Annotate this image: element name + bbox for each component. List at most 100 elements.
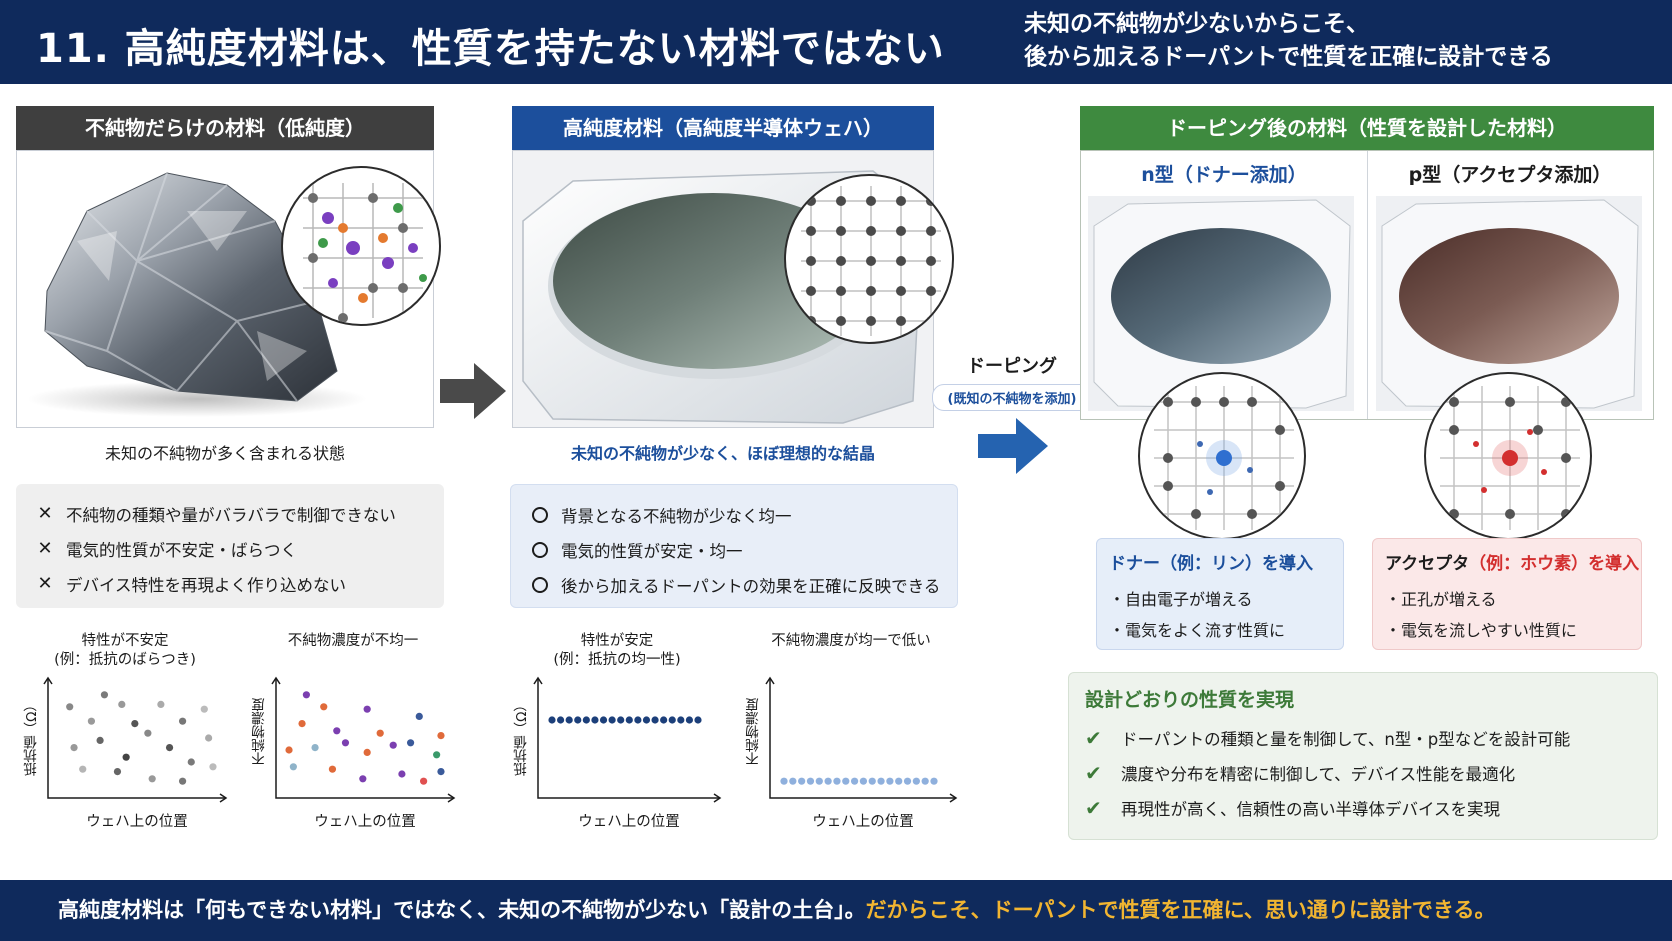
x-axis-label: ウェハ上の位置 [86, 814, 188, 830]
data-point [320, 703, 328, 711]
lattice-atom [836, 286, 846, 296]
lattice-atom [836, 226, 846, 236]
donor-card-title: ドナー（例：リン）を導入 [1109, 549, 1331, 574]
data-point [298, 720, 306, 728]
x-axis-label: ウェハ上の位置 [578, 814, 680, 830]
footer-highlight-text: だからこそ、ドーパントで性質を正確に、思い通りに設計できる。 [865, 898, 1496, 922]
data-point [87, 717, 96, 725]
chart-plot [271, 676, 456, 803]
p-type-title: p型（アクセプタ添加） [1408, 164, 1612, 186]
data-point [328, 765, 337, 773]
circle-icon [532, 541, 548, 558]
data-point [842, 777, 850, 785]
data-point [806, 777, 815, 785]
p-type-lattice-icon [1440, 386, 1580, 530]
disordered-lattice-icon [303, 183, 427, 323]
data-point [565, 716, 573, 724]
header-subtitle-line2: 後から加えるドーパントで性質を正確に設計できる [1024, 44, 1553, 70]
data-point [850, 777, 859, 785]
data-point [798, 777, 806, 785]
ordered-lattice-icon [801, 186, 941, 336]
list-item: 電気的性質が安定・均一 [525, 532, 943, 567]
data-point [376, 729, 384, 737]
data-point [165, 744, 174, 752]
design-summary-box: 設計どおりの性質を実現 ✔ ドーパントの種類と量を制御して、n型・p型などを設計… [1068, 672, 1658, 840]
data-point [433, 751, 441, 759]
data-point [642, 716, 651, 724]
data-point [389, 741, 397, 749]
data-point [859, 777, 868, 785]
chart-plot [765, 676, 958, 803]
cross-icon: ✕ [37, 503, 53, 524]
list-item: ✔ 再現性が高く、信頼性の高い半導体デバイスを実現 [1085, 790, 1641, 825]
lattice-atom [806, 256, 816, 266]
lattice-atom [866, 196, 876, 206]
chart-pure-resistance: 特性が安定 (例：抵抗の均一性)ウェハ上の位置抵抗値（Ω） [510, 632, 724, 832]
lattice-atom [866, 316, 876, 326]
chart-axes [769, 678, 956, 799]
doping-sublabel: (既知の不純物を添加) [932, 384, 1092, 411]
impure-crystal-magnifier [281, 166, 441, 326]
data-point [157, 700, 165, 708]
pure-crystal-magnifier [784, 174, 954, 344]
data-point [359, 775, 367, 783]
n-type-lattice-magnifier [1138, 372, 1306, 540]
list-item: ・自由電子が増える [1109, 590, 1253, 609]
lattice-atom [806, 226, 816, 236]
check-icon: ✔ [1085, 795, 1102, 820]
list-item: ・正孔が増える [1385, 590, 1497, 609]
data-point [617, 716, 625, 724]
data-point [903, 777, 912, 785]
data-point [187, 758, 195, 766]
chart-axes [47, 678, 226, 799]
lattice-atom [896, 196, 906, 206]
lattice-atom [866, 286, 876, 296]
donor-info-card: ドナー（例：リン）を導入 ・自由電子が増える ・電気をよく流す性質に [1096, 538, 1344, 650]
lattice-atom [926, 226, 936, 236]
cross-icon: ✕ [37, 573, 53, 594]
axis-arrowheads [271, 676, 456, 803]
data-point [625, 716, 633, 724]
list-item-text: デバイス特性を再現よく作り込めない [66, 575, 347, 595]
list-item-text: 電気的性質が不安定・ばらつく [66, 540, 297, 560]
data-point [122, 753, 130, 761]
data-point [131, 720, 139, 728]
chart-title: 不純物濃度が不均一 [287, 633, 419, 649]
y-axis-label: 抵抗値（Ω） [514, 698, 530, 776]
list-item: ✔ ドーパントの種類と量を制御して、n型・p型などを設計可能 [1085, 720, 1641, 755]
data-point [70, 744, 78, 752]
axis-arrowheads [533, 676, 722, 803]
data-point [685, 716, 694, 724]
acceptor-action: を導入 [1588, 554, 1640, 574]
lattice-atom [836, 256, 846, 266]
list-item: ✔ 濃度や分布を精密に制御して、デバイス性能を最適化 [1085, 755, 1641, 790]
lattice-atom [866, 226, 876, 236]
data-point [868, 777, 876, 785]
data-point [178, 777, 187, 785]
acceptor-card-title: アクセプタ（例：ホウ素）を導入 [1385, 549, 1639, 574]
silicon-chunk-illustration [27, 172, 367, 417]
footer-bar: 高純度材料は「何もできない材料」ではなく、未知の不純物が少ない「設計の土台」。だ… [0, 880, 1672, 941]
data-point [289, 763, 297, 771]
data-point [406, 739, 415, 747]
data-point [677, 716, 685, 724]
data-point [209, 763, 217, 771]
doping-label: ドーピング [967, 356, 1057, 377]
chart-plot [533, 676, 722, 803]
data-point [341, 739, 350, 747]
data-point [599, 716, 608, 724]
donor-action: を導入 [1262, 554, 1313, 574]
panel-pure-caption: 未知の不純物が少なく、ほぼ理想的な結晶 [570, 444, 875, 463]
footer-main-text: 高純度材料は「何もできない材料」ではなく、未知の不純物が少ない「設計の土台」。 [58, 898, 866, 922]
list-item: 後から加えるドーパントの効果を正確に反映できる [525, 567, 943, 602]
y-axis-label: 抵抗値（Ω） [24, 698, 40, 776]
list-item-text: 濃度や分布を精密に制御して、デバイス性能を最適化 [1121, 764, 1516, 784]
data-point [415, 712, 423, 720]
lattice-atom [896, 256, 906, 266]
impure-issues-list: ✕ 不純物の種類や量がバラバラで制御できない ✕ 電気的性質が不安定・ばらつく … [16, 484, 444, 608]
data-point [912, 777, 920, 785]
acceptor-info-card: アクセプタ（例：ホウ素）を導入 ・正孔が増える ・電気を流しやすい性質に [1372, 538, 1642, 650]
lattice-atom [896, 316, 906, 326]
list-item-text: 電気的性質が安定・均一 [561, 541, 743, 561]
header-subtitle: 未知の不純物が少ないからこそ、 後から加えるドーパントで性質を正確に設計できる [1024, 8, 1553, 74]
